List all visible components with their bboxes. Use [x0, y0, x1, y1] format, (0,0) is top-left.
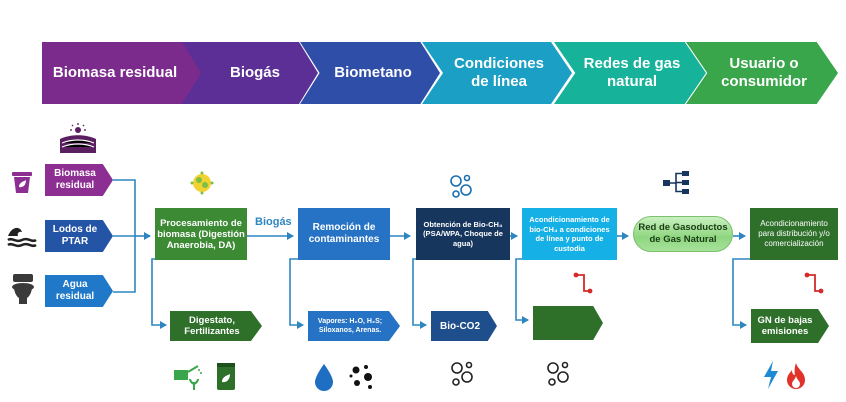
box-acondicionamiento-distribucion: Acondicionamiento para distribución y/o … [750, 208, 838, 260]
watering-can-plant-icon [174, 365, 202, 390]
valve-red-icon [573, 272, 593, 294]
chevron-usuario: Usuario o consumidor [686, 42, 838, 104]
fertilizer-bag-icon [217, 363, 235, 390]
source-agua-residual: Agua residual [45, 275, 113, 307]
trash-bin-icon [12, 172, 32, 193]
chevron-biometano: Biometano [300, 42, 440, 104]
toilet-icon [12, 274, 34, 304]
chevron-redes-gas: Redes de gas natural [554, 42, 706, 104]
output-vapores: Vapores: H₂O, H₂S; Siloxanos, Arenas. [308, 311, 400, 341]
source-lodos-ptar: Lodos de PTAR [45, 220, 113, 252]
lightning-bolt-icon [764, 361, 778, 389]
water-wave-icon [7, 227, 37, 248]
box-obtencion-biocH4: Obtención de Bio-CH₄ (PSA/WPA, Choque de… [416, 208, 510, 260]
bubbles-icon [450, 174, 472, 198]
chevron-biogas: Biogás [182, 42, 318, 104]
valve-red-icon-2 [804, 272, 824, 294]
network-hierarchy-icon [663, 171, 689, 194]
pipe-red-gasoductos: Red de Gasoductos de Gas Natural [633, 216, 733, 252]
farm-field-icon [60, 123, 96, 153]
box-remocion-contaminantes: Remoción de contaminantes [298, 208, 390, 260]
chevron-biomasa-residual: Biomasa residual [42, 42, 202, 104]
output-bio-ch4 [533, 306, 603, 340]
box-acondicionamiento-linea: Acondicionamiento de bio-CH₄ a condicion… [522, 208, 617, 260]
water-drop-icon [315, 364, 333, 391]
source-biomasa-residual: Biomasa residual [45, 164, 113, 196]
co2-bubbles-icon [451, 361, 473, 386]
output-digestato: Digestato, Fertilizantes [170, 311, 262, 341]
ch4-bubbles-icon [547, 361, 569, 386]
output-gn-bajas-emisiones: GN de bajas emisiones [751, 309, 829, 343]
box-procesamiento-biomasa: Procesamiento de biomasa (Digestión Anae… [155, 208, 247, 260]
chevron-condiciones-linea: Condiciones de línea [422, 42, 572, 104]
particles-icon [349, 365, 372, 389]
flame-icon [787, 363, 805, 389]
label-biogas: Biogás [255, 216, 292, 228]
bacteria-icon [190, 171, 214, 195]
output-bio-co2: Bio-CO2 [431, 311, 497, 341]
